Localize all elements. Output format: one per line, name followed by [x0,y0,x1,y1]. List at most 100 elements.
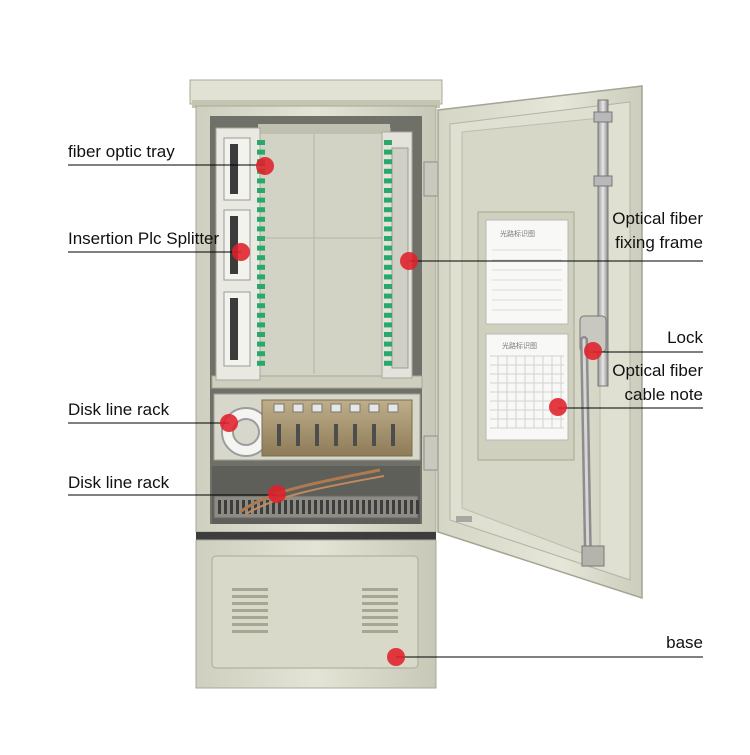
tray-tooth [362,500,365,514]
connector [384,188,392,193]
clamp [311,403,323,413]
tray-tooth [332,500,335,514]
connector [257,312,265,318]
tray-tooth [218,500,221,514]
tray-tooth [308,500,311,514]
lower-cable-tray [212,466,420,524]
clamp-post [334,424,338,446]
tray-tooth [272,500,275,514]
disk-line-rack-hardware [213,393,421,461]
clamp [292,403,304,413]
marker-fiber-optic-tray [256,157,274,175]
connector [384,341,392,347]
vent-slot [232,595,268,598]
vent-slot [232,602,268,605]
vent-slot [232,630,268,633]
vent-slot [362,588,398,591]
cabinet-door: 光路标识图 光路标识图 [437,85,643,600]
connector [384,255,392,261]
connector [257,332,265,337]
clamp [330,403,342,413]
vent-slot [362,623,398,626]
connector [384,226,392,232]
connector [257,303,265,309]
tray-tooth [266,500,269,514]
connector [384,140,392,145]
clamp-post [391,424,395,446]
vent-slot [232,616,268,619]
label-optical-fiber-cable-note-line1: Optical fiber [612,361,703,380]
vent-slot [362,630,398,633]
tray-tooth [224,500,227,514]
connector [384,207,392,213]
clamp-post [277,424,281,446]
tray-tooth [374,500,377,514]
connector [257,178,265,184]
connector [384,197,392,203]
tray-tooth [380,500,383,514]
connector [384,245,392,251]
tray-tooth [392,500,395,514]
vent-slot [362,602,398,605]
label-disk-line-rack-1: Disk line rack [68,400,170,419]
connector [257,226,265,232]
connector [257,245,265,251]
marker-optical-fiber-fixing-frame [400,252,418,270]
connector [384,149,392,155]
label-disk-line-rack-2: Disk line rack [68,473,170,492]
connector [384,159,392,165]
connector [257,284,265,289]
connector [257,197,265,203]
tray-tooth [236,500,239,514]
clamp-post [353,424,357,446]
clamp [273,403,285,413]
vent-left [232,588,268,633]
hinges [423,161,439,471]
right-connector-column [384,140,392,366]
tray-tooth [230,500,233,514]
label-base: base [666,633,703,652]
connector [384,168,392,174]
top-note-lines [492,249,562,311]
connector [384,284,392,289]
leader-lines [68,164,703,658]
marker-disk-line-rack-1 [220,414,238,432]
connector [384,274,392,280]
label-lock: Lock [667,328,703,347]
vent-slot [362,595,398,598]
connector [257,149,265,155]
label-insertion-plc-splitter: Insertion Plc Splitter [68,229,220,248]
label-fiber-optic-tray: fiber optic tray [68,142,175,161]
connector [257,207,265,213]
vent-slot [362,609,398,612]
clamp-post [315,424,319,446]
tray-tooth [278,500,281,514]
tray-tooth [302,500,305,514]
connector [257,360,265,366]
connector [384,178,392,184]
connector [384,293,392,299]
connector [384,216,392,222]
markers [220,157,602,666]
connector [257,293,265,299]
connector [384,236,392,241]
tray-tooth [386,500,389,514]
connector [384,312,392,318]
connector [257,188,265,193]
clamp-post [372,424,376,446]
clamp [387,403,399,413]
tray-tooth [368,500,371,514]
vent-slot [362,616,398,619]
vent-right [362,588,398,633]
connector [257,274,265,280]
tray-tooth [296,500,299,514]
marker-optical-fiber-cable-note [549,398,567,416]
clamp [368,403,380,413]
connector [257,341,265,347]
connector [257,264,265,270]
tray-tooth [320,500,323,514]
connector [257,322,265,328]
connector [257,236,265,241]
